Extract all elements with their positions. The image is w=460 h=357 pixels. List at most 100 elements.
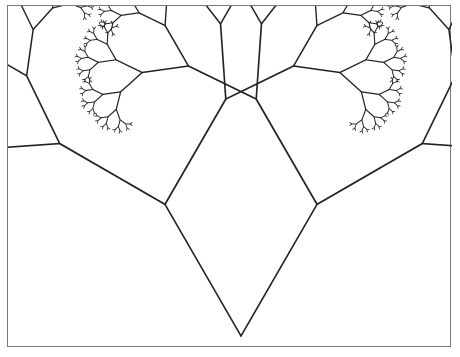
tree-branch xyxy=(361,10,371,15)
tree-branch xyxy=(388,32,392,34)
tree-branch xyxy=(394,57,401,58)
tree-branch xyxy=(378,11,381,14)
tree-branch xyxy=(340,60,366,73)
tree-branch xyxy=(256,99,317,204)
tree-branch xyxy=(119,131,120,134)
tree-branch xyxy=(118,120,120,127)
tree-branch xyxy=(85,103,88,106)
tree-branch xyxy=(83,17,84,19)
tree-branch xyxy=(379,90,389,95)
tree-branch xyxy=(85,51,88,57)
tree-branch xyxy=(165,6,167,26)
tree-branch xyxy=(366,44,375,60)
tree-branch xyxy=(165,99,226,204)
tree-branch xyxy=(366,26,370,27)
tree-branch xyxy=(88,70,90,77)
tree-branch xyxy=(88,57,98,62)
tree-branch xyxy=(106,123,107,127)
tree-branch xyxy=(364,127,367,130)
tree-branch xyxy=(76,54,77,56)
tree-branch xyxy=(86,82,90,84)
tree-branch xyxy=(98,60,116,63)
tree-branch xyxy=(353,128,355,130)
tree-branch xyxy=(340,73,362,92)
tree-branch xyxy=(97,39,107,44)
tree-branch xyxy=(389,84,392,90)
tree-branch xyxy=(139,13,165,26)
tree-branch xyxy=(429,8,448,30)
tree-branch xyxy=(130,124,132,126)
tree-branch xyxy=(85,76,88,79)
tree-branch xyxy=(126,128,127,131)
tree-branch xyxy=(399,71,402,74)
tree-branch xyxy=(376,123,379,126)
tree-branch xyxy=(86,90,93,91)
tree-branch xyxy=(83,70,90,71)
tree-branch xyxy=(104,10,111,11)
tree-branch xyxy=(106,23,113,24)
tree-branch xyxy=(393,82,397,84)
tree-branch xyxy=(375,39,385,44)
tree-branch xyxy=(120,120,126,124)
tree-branch xyxy=(397,50,401,52)
tree-branch xyxy=(94,27,96,29)
tree-branch xyxy=(392,70,394,77)
tree-branch xyxy=(401,57,405,59)
tree-branch xyxy=(238,6,261,24)
tree-branch xyxy=(393,13,397,14)
tree-branch xyxy=(81,50,85,52)
tree-branch xyxy=(106,117,108,124)
tree-branch xyxy=(99,23,100,25)
tree-branch xyxy=(99,7,100,9)
tree-branch xyxy=(397,45,398,47)
tree-branch xyxy=(116,26,119,27)
tree-branch xyxy=(402,6,412,7)
tree-branch xyxy=(394,103,397,106)
tree-branch xyxy=(101,11,104,14)
tree-branch xyxy=(361,92,379,95)
tree-branch xyxy=(384,57,394,62)
tree-branch xyxy=(83,99,84,101)
tree-branch xyxy=(101,117,108,118)
tree-branch xyxy=(111,29,112,33)
tree-branch xyxy=(81,57,88,58)
tree-branch xyxy=(108,29,111,32)
tree-branch xyxy=(374,117,376,124)
tree-branch xyxy=(396,89,400,91)
tree-branch xyxy=(360,131,362,133)
tree-branch xyxy=(378,10,382,12)
tree-branch xyxy=(388,109,389,113)
tree-branch xyxy=(85,36,86,38)
tree-branch xyxy=(81,86,82,88)
diagram-frame xyxy=(7,5,451,347)
tree-branch xyxy=(90,62,98,69)
tree-branch xyxy=(379,94,387,101)
tree-branch xyxy=(33,8,52,30)
tree-branch xyxy=(343,13,361,16)
tree-branch xyxy=(396,90,399,93)
tree-branch xyxy=(412,6,429,8)
tree-branch xyxy=(294,26,317,66)
tree-branch xyxy=(391,6,395,7)
tree-branch xyxy=(315,6,317,26)
tree-branch xyxy=(387,102,389,109)
tree-branch xyxy=(394,76,397,79)
tree-branch xyxy=(192,6,221,24)
tree-branch xyxy=(95,94,103,101)
tree-branch xyxy=(362,120,364,127)
tree-branch xyxy=(118,127,119,131)
tree-branch xyxy=(97,116,101,118)
tree-branch xyxy=(396,17,398,19)
tree-branch xyxy=(369,29,370,33)
left-main-branch xyxy=(165,204,241,336)
tree-branch xyxy=(83,90,86,93)
tree-branch xyxy=(87,6,91,7)
tree-branch xyxy=(381,116,385,118)
tree-branch xyxy=(121,13,139,16)
tree-branch xyxy=(27,76,60,144)
tree-branch xyxy=(389,90,396,91)
tree-branch xyxy=(116,92,120,109)
tree-branch xyxy=(399,69,403,71)
tree-branch xyxy=(87,40,90,43)
tree-branch xyxy=(80,7,84,13)
